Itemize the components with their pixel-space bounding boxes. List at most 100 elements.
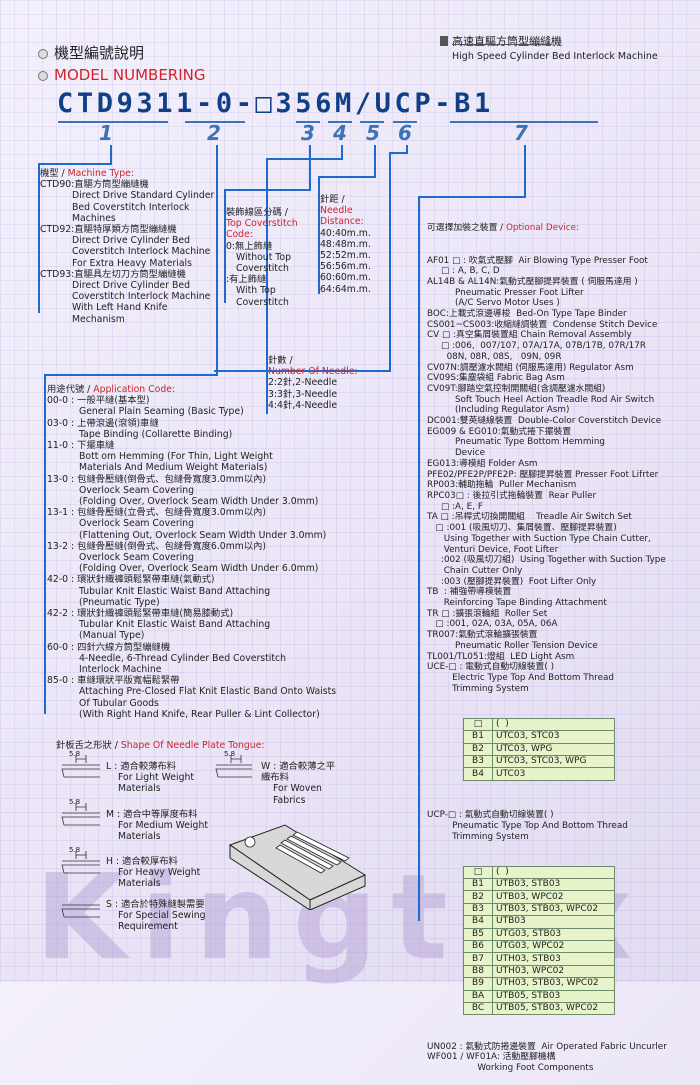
index-4: 4	[333, 121, 347, 145]
optional-line: □ :A, E, F	[427, 501, 483, 512]
optional-line: Pneumatic Presser Foot Lifter	[427, 287, 584, 298]
application-line: 13-0 : 包縫骨壓縫(倒骨式、包縫骨寬度3.0mm以內)	[47, 473, 267, 485]
application-line: Of Tubular Goods	[79, 697, 159, 709]
top-coverstitch-line: 0:無上飾縫	[226, 240, 273, 252]
connector-5v	[318, 176, 320, 294]
needle-distance-line: 52:52m.m.	[320, 250, 371, 262]
needles-label-en: Number Of Needle:	[268, 366, 358, 378]
optional-line: (A/C Servo Motor Uses )	[427, 298, 560, 309]
connector-2	[216, 145, 218, 375]
optional-line: AF01 □ : 吹氣式壓腳 Air Blowing Type Presser …	[427, 255, 648, 266]
connector-4h	[266, 158, 343, 160]
top-coverstitch-line: With Top	[236, 285, 276, 297]
application-line: 60-0 : 四針六線方筒型繃縫機	[47, 641, 171, 653]
needle-plate-title: 針板舌之形狀 / Shape Of Needle Plate Tongue:	[56, 740, 265, 751]
needle-distance-line: 48:48m.m.	[320, 238, 371, 250]
application-line: Interlock Machine	[79, 664, 162, 676]
optional-line: DC001:雙英縫線裝置 Double-Color Coverstitch De…	[427, 416, 662, 427]
connector-6v	[389, 152, 391, 372]
application-line: Overlock Seam Covering	[79, 552, 195, 564]
plate-shape-w	[215, 764, 252, 778]
needle-plate-label-zh: 針板舌之形狀 /	[56, 740, 118, 751]
machine-type-line: For Extra Heavy Materials	[72, 257, 192, 269]
needles-line: 3:3針,3-Needle	[268, 388, 338, 400]
application-line: 00-0 : 一般平縫(基本型)	[47, 395, 150, 407]
optional-line: Electric Type Top And Bottom Thread	[427, 672, 614, 683]
optional-line: :002 (吸風切刀組) Using Together with Suction…	[427, 555, 666, 566]
plate-item-h: H : 適合較厚布料 For Heavy Weight Materials	[106, 856, 201, 890]
table-cell: B7	[463, 952, 493, 966]
connector-7v	[418, 196, 420, 921]
connector-4	[341, 145, 343, 159]
connector-7	[524, 145, 526, 198]
header-rule	[452, 44, 552, 45]
optional-footer-line: UN002 : 氣動式防捲邊裝置 Air Operated Fabric Unc…	[427, 1041, 667, 1052]
plate-shape-h	[61, 860, 100, 874]
ucp-line: Trimming System	[427, 831, 529, 842]
index-3: 3	[301, 121, 315, 145]
needle-distance-line: 40:40m.m.	[320, 227, 371, 239]
plate-shape-l	[61, 764, 100, 778]
optional-line: PFE02/PFE2P/PFE2P: 壓腳提昇裝置 Presser Foot L…	[427, 469, 659, 480]
optional-line: :003 (壓腳提昇裝置) Foot Lifter Only	[427, 576, 597, 587]
bracket-7	[450, 121, 598, 123]
optional-line: CV09S:集塵袋組 Fabric Bag Asm	[427, 373, 565, 384]
top-coverstitch-line: Coverstitch	[236, 263, 289, 275]
machine-type-line: Bed Coverstitch Interlock	[72, 201, 190, 213]
connector-3	[309, 145, 311, 190]
connector-1	[110, 145, 112, 165]
application-line: General Plain Seaming (Basic Type)	[79, 406, 244, 418]
bracket-1	[58, 121, 168, 123]
table-cell: UTC03	[492, 767, 615, 781]
table-cell: B3	[463, 902, 493, 917]
application-line: 42-0 : 環狀針織褲頭鬆緊帶車縫(氣動式)	[47, 574, 215, 586]
optional-line: □ : A, B, C, D	[427, 266, 500, 277]
background-grid	[0, 0, 700, 982]
optional-line: CV09T:腳踏空氣控制開關組(含調壓濾水閥組)	[427, 383, 606, 394]
optional-line: TR007:氣動式滾輪擴張裝置	[427, 630, 538, 641]
table-header-cell: ( )	[492, 717, 615, 732]
table-cell: UTC03, STC03	[492, 730, 615, 744]
optional-footer-line: WF001 / WF01A: 活動壓腳機構	[427, 1052, 556, 1063]
connector-5h	[318, 176, 376, 178]
optional-line: EG013:導模組 Folder Asm	[427, 458, 538, 469]
table-cell: B5	[463, 927, 493, 941]
application-line: 42-2 : 環狀針織褲頭鬆緊帶車縫(簡易膝動式)	[47, 608, 234, 620]
application-line: Tape Binding (Collarette Binding)	[79, 428, 233, 440]
connector-3v	[224, 189, 226, 303]
header-right-zh: 高速直驅方筒型繃縫機	[452, 35, 562, 48]
plate-shape-m	[61, 812, 100, 826]
ucp-lines: UCP-□ : 氣動式自動切線裝置( ) Pneumatic Type Top …	[427, 810, 697, 842]
optional-line: CV □ :真空集屑裝置組 Chain Removal Assembly	[427, 330, 632, 341]
optional-line: AL14B & AL14N:氣動式壓腳提昇裝置 ( 伺服馬達用 )	[427, 276, 638, 287]
machine-type-line: Direct Drive Standard Cylinder	[72, 190, 215, 202]
table-cell: B6	[463, 939, 493, 954]
table-cell: UTB03	[492, 915, 615, 929]
application-line: Tubular Knit Elastic Waist Band Attachin…	[79, 585, 271, 597]
needle-distance-line: 56:56m.m.	[320, 261, 371, 273]
bracket-3	[296, 121, 320, 123]
application-line: Materials And Medium Weight Materials)	[79, 462, 268, 474]
table-cell: BC	[463, 1001, 493, 1016]
ucp-line: UCP-□ : 氣動式自動切線裝置( )	[427, 810, 554, 821]
optional-line: CV07N:調壓濾水閥組 (伺服馬達用) Regulator Asm	[427, 362, 634, 373]
uce-header-row: □( )	[463, 717, 615, 732]
machine-type-line: Direct Drive Cylinder Bed	[72, 235, 190, 247]
optional-line: TL001/TL051:燈組 LED Light Asm	[427, 651, 575, 662]
needle-distance-section: 針距 / Needle Distance: 40:40m.m. 48:48m.m…	[320, 194, 371, 295]
table-cell: UTB03, STB03, WPC02	[492, 902, 615, 917]
optional-line: Using Together with Suction Type Chain C…	[427, 533, 651, 544]
optional-lines: AF01 □ : 吹氣式壓腳 Air Blowing Type Presser …	[427, 256, 697, 695]
ucp-header-row: □( )	[463, 865, 615, 880]
top-coverstitch-line: :有上飾縫	[226, 274, 267, 286]
machine-type-line: CTD92:直驅特厚類方筒型繃縫機	[40, 224, 177, 236]
machine-type-line: With Left Hand Knife	[72, 302, 168, 314]
plate-item-l: L : 適合較薄布料 For Light Weight Materials	[106, 761, 195, 795]
